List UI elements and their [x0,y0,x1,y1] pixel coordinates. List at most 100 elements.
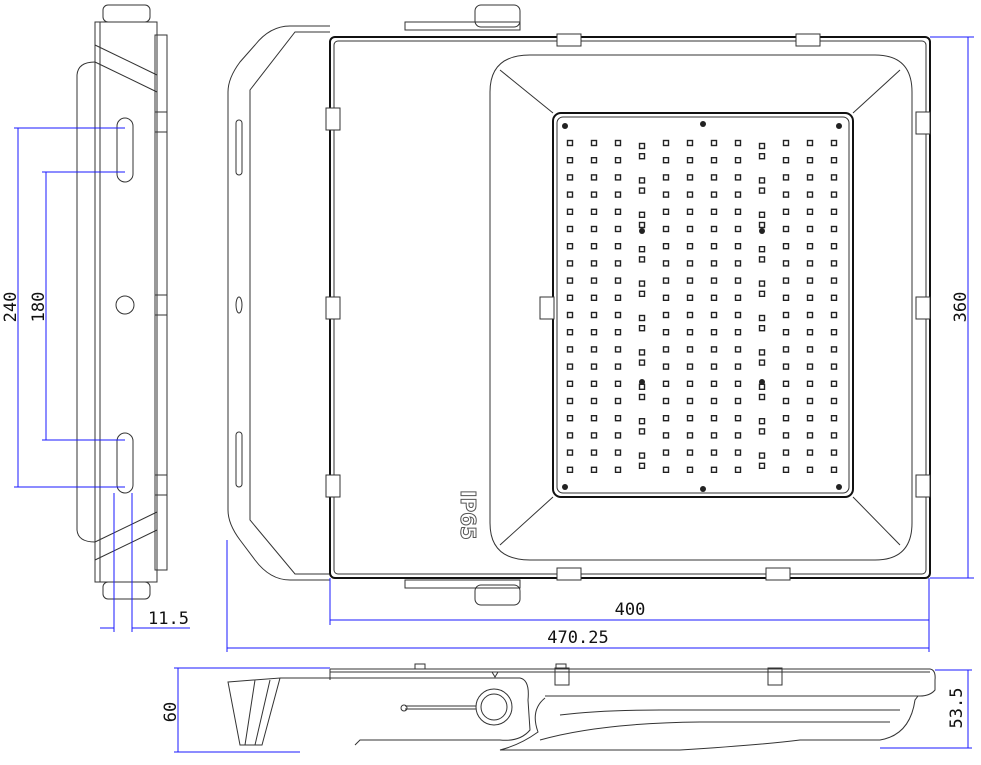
led [638,142,646,150]
led [758,290,766,297]
led [566,380,574,387]
led [782,380,790,387]
led [566,277,574,284]
led [566,415,574,422]
led [758,211,766,219]
dimension-400: 400 [329,578,930,652]
led [758,152,766,160]
dimension-11-5-label: 11.5 [148,609,189,629]
led [614,294,622,301]
led [638,256,646,263]
led [710,449,718,456]
led [614,277,622,284]
led [686,242,694,250]
led [710,311,718,319]
led [662,242,670,250]
led [830,432,838,439]
led [806,329,814,336]
led [782,294,790,301]
led [710,415,718,422]
led [590,311,598,319]
led [734,415,742,422]
led [830,363,838,370]
led [686,260,694,267]
led [806,346,814,353]
led [782,415,790,422]
led [806,397,814,405]
led [830,139,838,147]
led [590,208,598,216]
led [590,363,598,370]
led [782,260,790,267]
board-screws [562,121,842,492]
led [638,177,646,184]
led [590,294,598,301]
led [686,191,694,198]
led-array [566,139,838,473]
led [806,156,814,164]
led [614,191,622,198]
led [710,397,718,405]
led [638,211,646,219]
led [830,397,838,405]
led [590,346,598,353]
mount-hole [115,295,135,315]
led [614,432,622,439]
led [806,294,814,301]
led [590,242,598,250]
led [710,225,718,233]
led [830,174,838,181]
led [806,363,814,370]
led [734,191,742,198]
led [638,152,646,160]
led [758,359,766,366]
led [566,466,574,473]
led [734,225,742,233]
dimension-240-label: 240 [1,292,21,323]
led [638,325,646,332]
led [710,346,718,353]
led [758,418,766,425]
led [614,139,622,147]
led [686,156,694,164]
led [830,191,838,198]
led [686,466,694,473]
led [662,174,670,181]
led-board [552,112,854,498]
led [710,363,718,370]
cable-gland [475,688,513,726]
led [662,363,670,370]
led [734,363,742,370]
led [686,329,694,336]
led [614,225,622,233]
led [662,208,670,216]
led [758,314,766,322]
clip [556,567,582,581]
led [710,260,718,267]
led [686,294,694,301]
led [758,187,766,194]
led [566,174,574,181]
dimension-60: 60 [161,667,330,753]
mount-slot-bottom [116,432,134,494]
led [614,397,622,405]
side-view [76,4,168,600]
led [830,466,838,473]
led [662,380,670,387]
led [782,242,790,250]
led [782,449,790,456]
led [638,221,646,229]
led [590,466,598,473]
clip [325,474,341,498]
dimension-53-5-label: 53.5 [947,688,967,729]
led [830,449,838,456]
led [806,277,814,284]
led [566,294,574,301]
led [710,191,718,198]
clip [915,111,931,135]
led [806,449,814,456]
led [782,156,790,164]
led [662,277,670,284]
led [686,174,694,181]
dimension-240: 240 [1,127,125,488]
